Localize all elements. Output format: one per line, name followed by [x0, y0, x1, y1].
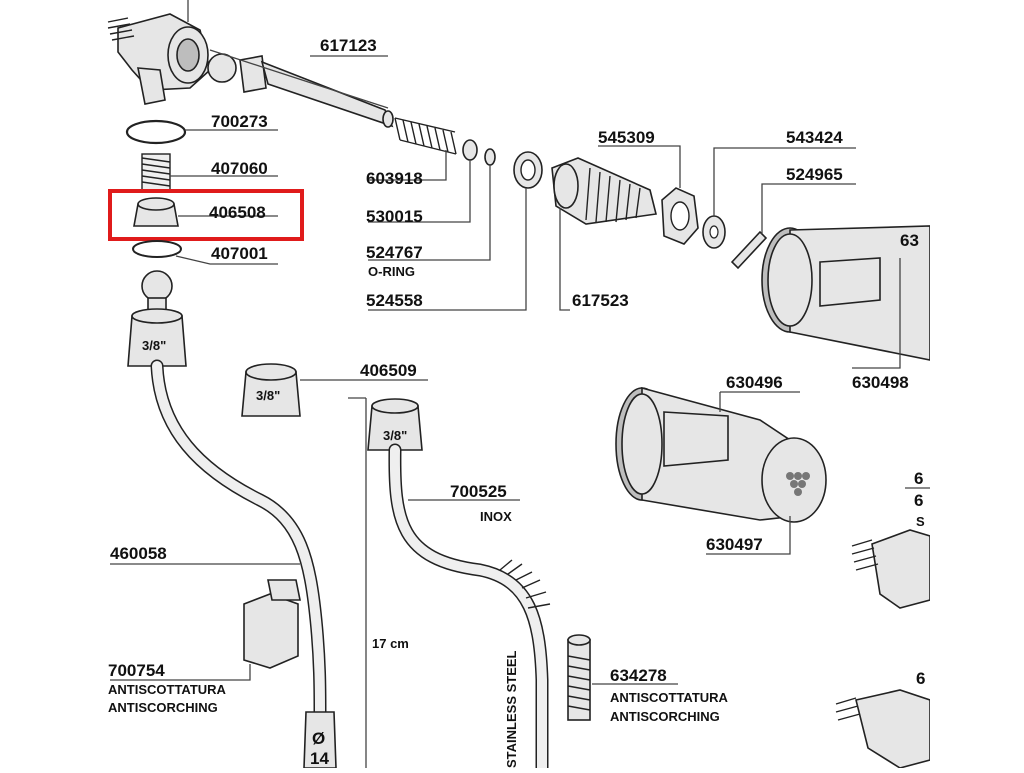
part-524767 [368, 148, 496, 261]
label-700754-sub2: ANTISCORCHING [108, 700, 218, 715]
label-406509: 406509 [360, 361, 417, 380]
part-524558 [368, 151, 543, 311]
length-dimension [348, 397, 367, 768]
fitting-left [127, 270, 187, 367]
label-cut-s: S [916, 514, 925, 529]
label-530015: 530015 [366, 207, 423, 226]
label-407060: 407060 [211, 159, 268, 178]
label-603918: 603918 [366, 169, 423, 188]
label-630497: 630497 [706, 535, 763, 554]
label-material: STAINLESS STEEL [504, 650, 519, 768]
label-700754-sub1: ANTISCOTTATURA [108, 682, 227, 697]
part-545309 [598, 145, 699, 245]
part-630498 [761, 225, 931, 369]
part-603918 [368, 117, 457, 181]
part-407060 [141, 153, 278, 191]
label-dia-value: 14 [310, 749, 329, 768]
label-cut-6b: 6 [914, 491, 923, 510]
part-700754 [110, 579, 301, 681]
part-530015 [368, 139, 478, 223]
label-545309: 545309 [598, 128, 655, 147]
label-length: 17 cm [372, 636, 409, 651]
label-size-c: 3/8" [383, 428, 407, 443]
right-margin [930, 0, 1024, 768]
label-700754: 700754 [108, 661, 165, 680]
part-407001 [132, 240, 278, 265]
label-size-b: 3/8" [256, 388, 280, 403]
part-460058 [110, 359, 337, 769]
part-630496 [615, 386, 827, 555]
label-524767-sub: O-RING [368, 264, 415, 279]
part-700525 [367, 398, 551, 773]
label-634278-sub1: ANTISCOTTATURA [610, 690, 729, 705]
label-700525: 700525 [450, 482, 507, 501]
valve-body-top [107, 0, 211, 105]
label-460058: 460058 [110, 544, 167, 563]
label-524558: 524558 [366, 291, 423, 310]
label-406508: 406508 [209, 203, 266, 222]
part-543424 [702, 147, 856, 249]
label-524767: 524767 [366, 243, 423, 262]
label-617123: 617123 [320, 36, 377, 55]
label-524965: 524965 [786, 165, 843, 184]
label-407001: 407001 [211, 244, 268, 263]
label-634278: 634278 [610, 666, 667, 685]
label-63-cut: 63 [900, 231, 919, 250]
label-617523: 617523 [572, 291, 629, 310]
label-700273: 700273 [211, 112, 268, 131]
label-size-a: 3/8" [142, 338, 166, 353]
label-cut-6c: 6 [916, 669, 925, 688]
part-524965 [730, 183, 856, 270]
part-634278 [567, 634, 678, 721]
part-406508 [133, 197, 278, 227]
label-634278-sub2: ANTISCORCHING [610, 709, 720, 724]
label-630496: 630496 [726, 373, 783, 392]
highlight-box [108, 189, 304, 241]
label-630498: 630498 [852, 373, 909, 392]
part-406509 [241, 363, 428, 417]
label-dia-symbol: Ø [312, 729, 325, 748]
label-543424: 543424 [786, 128, 843, 147]
part-617123 [207, 49, 394, 128]
part-617523 [551, 157, 657, 311]
valve-body-right-2 [835, 689, 931, 769]
drops-logo-icon [786, 472, 810, 496]
part-700273 [125, 119, 278, 145]
label-cut-6a: 6 [914, 469, 923, 488]
valve-body-right-1 [851, 487, 931, 609]
label-700525-sub: INOX [480, 509, 512, 524]
